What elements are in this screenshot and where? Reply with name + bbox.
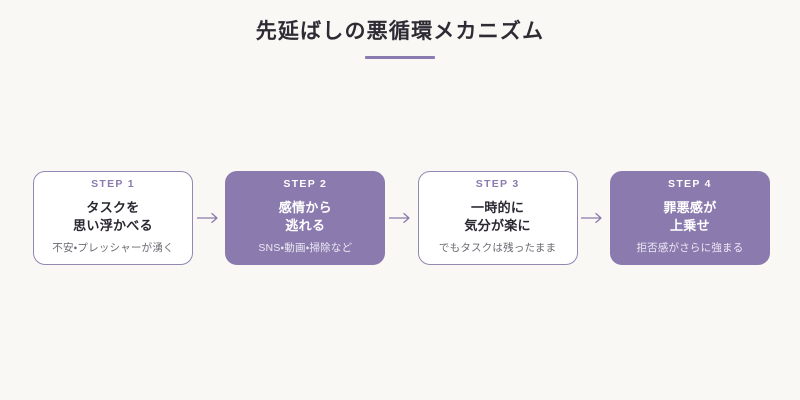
arrow-right-icon-3 (578, 171, 609, 265)
step-label: STEP 2 (283, 178, 328, 191)
step-subtitle: SNS・動画・掃除など (258, 242, 353, 255)
step-label: STEP 1 (91, 178, 135, 191)
title-underline-accent (365, 56, 435, 60)
step-card-2[interactable]: STEP 2 感情から 逃れる SNS・動画・掃除など (225, 171, 386, 265)
step-card-4[interactable]: STEP 4 罪悪感が 上乗せ 拒否感がさらに強まる (609, 171, 770, 265)
step-label: STEP 3 (475, 178, 520, 191)
step-subtitle: でもタスクは残ったまま (438, 242, 557, 255)
step-title-line1: 罪悪感が (663, 199, 717, 215)
step-title-line2: 気分が楽に (464, 218, 531, 234)
step-title-line1: タスクを (86, 199, 140, 215)
step-flow-diagram: STEP 1 タスクを 思い浮かべる 不安・プレッシャーが湧く STEP 2 感… (33, 171, 770, 265)
arrow-right-icon-1 (194, 171, 225, 265)
step-title-line2: 逃れる (285, 218, 326, 234)
step-title-line2: 上乗せ (669, 218, 710, 234)
step-subtitle: 拒否感がさらに強まる (636, 242, 744, 255)
step-title-line1: 一時的に (471, 199, 525, 215)
arrow-right-icon-2 (386, 171, 417, 265)
step-title-line1: 感情から (278, 199, 332, 215)
step-card-1[interactable]: STEP 1 タスクを 思い浮かべる 不安・プレッシャーが湧く (33, 171, 193, 265)
step-card-3[interactable]: STEP 3 一時的に 気分が楽に でもタスクは残ったまま (417, 171, 578, 265)
page-title: 先延ばしの悪循環メカニズム (255, 19, 545, 43)
step-subtitle: 不安・プレッシャーが湧く (52, 242, 174, 255)
step-label: STEP 4 (668, 178, 712, 191)
page-title-block: 先延ばしの悪循環メカニズム (0, 18, 800, 60)
step-title-line2: 思い浮かべる (73, 218, 153, 234)
